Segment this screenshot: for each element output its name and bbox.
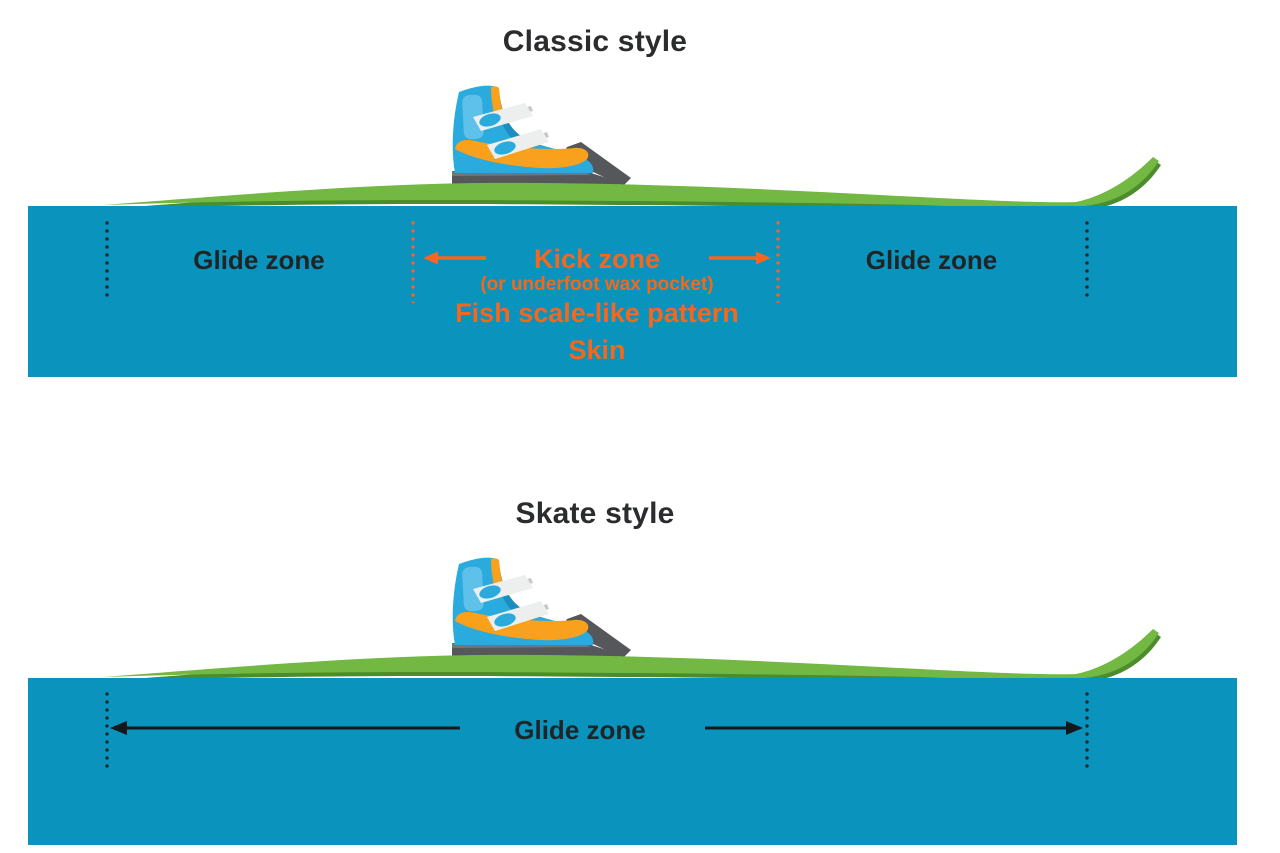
ski-icon [20,148,1265,214]
classic-style-title: Classic style [502,25,688,58]
glide-zone-left-label: Glide zone [193,245,325,275]
dotted-boundary-line [1085,219,1089,301]
kick-zone-title: Kick zone [533,244,661,274]
left-arrow-icon [110,721,460,735]
dotted-boundary-line [776,219,780,303]
dotted-boundary-line [105,690,109,770]
dotted-boundary-line [105,219,109,301]
kick-zone-option-skin: Skin [568,335,626,365]
classic-zone-band: Glide zone Glide zone Kick zone (or unde… [28,206,1237,377]
dotted-boundary-line [1085,690,1089,770]
right-arrow-icon [705,721,1083,735]
glide-zone-label: Glide zone [514,715,646,745]
skate-style-title: Skate style [515,497,675,530]
kick-zone-option-fish-scale: Fish scale-like pattern [455,298,739,328]
glide-zone-right-label: Glide zone [865,245,998,275]
left-arrow-icon [423,251,486,265]
skate-zone-band: Glide zone [28,678,1237,845]
dotted-boundary-line [411,219,415,303]
right-arrow-icon [709,251,771,265]
kick-zone-subtitle: (or underfoot wax pocket) [480,274,714,295]
ski-icon [20,620,1265,686]
